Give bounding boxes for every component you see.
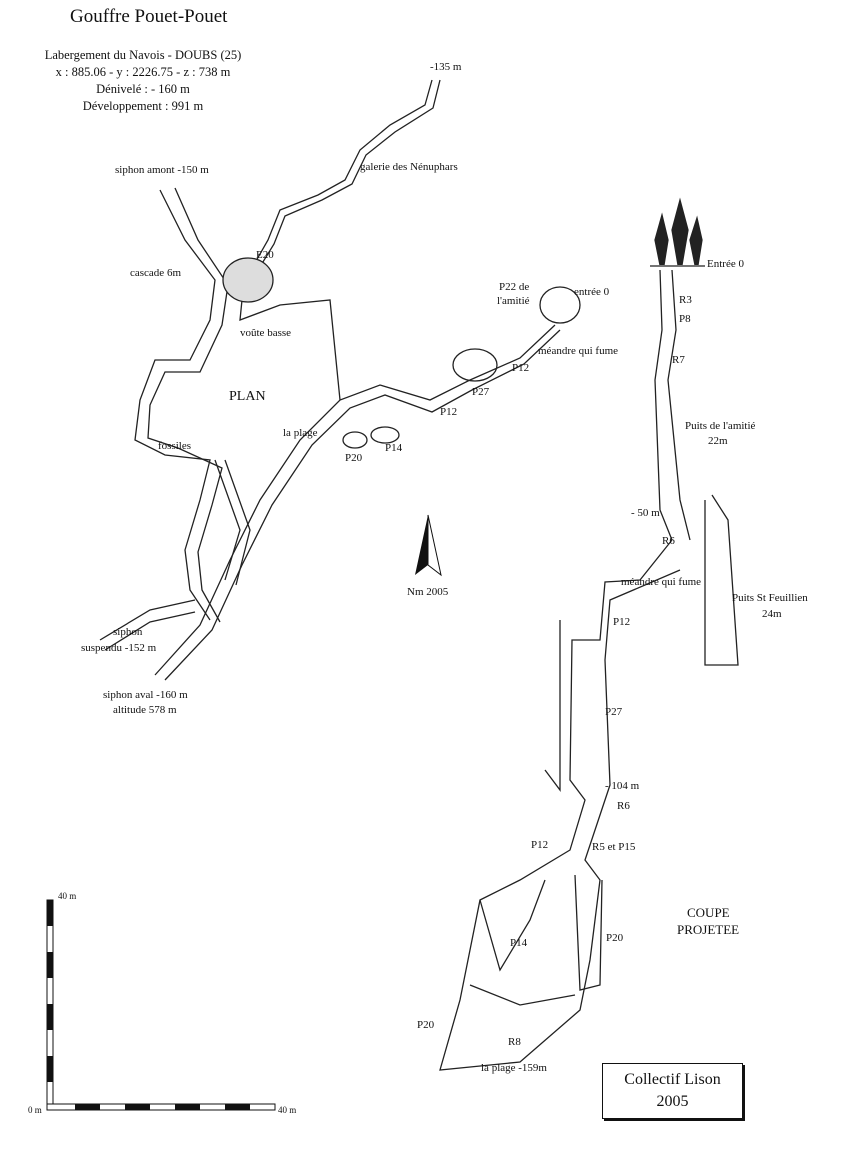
section-label: R6 bbox=[617, 800, 630, 812]
plan-passage-upstream bbox=[134, 189, 216, 621]
section-label: Puits St Feuillien bbox=[732, 592, 808, 604]
section-label: R5 et P15 bbox=[592, 841, 636, 853]
length: Développement : 991 m bbox=[82, 99, 204, 113]
plan-label: la plage bbox=[283, 427, 318, 439]
plan-label: P20 bbox=[345, 452, 363, 464]
section-label: R6 bbox=[662, 535, 675, 547]
coordinates: x : 885.06 - y : 2226.75 - z : 738 m bbox=[55, 65, 231, 79]
north-arrow-icon bbox=[415, 514, 442, 577]
plan-passage-voute bbox=[239, 269, 341, 401]
section-label: P12 bbox=[613, 616, 631, 628]
credit-name: Collectif Lison bbox=[624, 1071, 721, 1088]
plan-label: entrée 0 bbox=[574, 286, 610, 298]
scale-label-right: 40 m bbox=[278, 1105, 297, 1115]
section-label: P8 bbox=[679, 313, 691, 325]
credit-year: 2005 bbox=[656, 1093, 689, 1110]
section-label: R8 bbox=[508, 1036, 521, 1048]
plan-label: siphon aval -160 m bbox=[103, 689, 188, 701]
scale-label-origin: 0 m bbox=[28, 1105, 42, 1115]
section-label: méandre qui fume bbox=[621, 576, 702, 588]
plan-label: l'amitié bbox=[497, 295, 530, 307]
section-label: Entrée 0 bbox=[707, 258, 744, 270]
plan-label: P12 bbox=[440, 406, 458, 418]
section-title: PROJETEE bbox=[677, 922, 740, 937]
section-label: - 50 m bbox=[631, 507, 660, 519]
plan-label: suspendu -152 m bbox=[81, 642, 157, 654]
section-label: P20 bbox=[417, 1019, 435, 1031]
plan-label: fossiles bbox=[158, 440, 191, 452]
section-label: R7 bbox=[672, 354, 685, 366]
section-label: Puits de l'amitié bbox=[685, 420, 756, 432]
scale-bar bbox=[46, 899, 276, 1111]
section-label: P14 bbox=[510, 937, 528, 949]
section-title: COUPE bbox=[687, 905, 730, 920]
section-label: 22m bbox=[708, 435, 728, 447]
section-label: P12 bbox=[531, 839, 549, 851]
depth: Dénivelé : - 160 m bbox=[96, 82, 190, 96]
section-puits-feuillien bbox=[704, 494, 739, 666]
section-label: 24m bbox=[762, 608, 782, 620]
north-label: Nm 2005 bbox=[407, 586, 449, 598]
section-label: P20 bbox=[606, 932, 624, 944]
section-label: la plage -159m bbox=[481, 1062, 547, 1074]
map-title: Gouffre Pouet-Pouet bbox=[70, 6, 228, 27]
scale-label-top: 40 m bbox=[58, 891, 77, 901]
plan-label: P22 de bbox=[499, 281, 530, 293]
plan-label: galerie des Nénuphars bbox=[360, 161, 458, 173]
section-label: P27 bbox=[605, 706, 623, 718]
plan-label: méandre qui fume bbox=[538, 345, 619, 357]
plan-title: PLAN bbox=[229, 389, 266, 404]
plan-label: P12 bbox=[512, 362, 530, 374]
section-entrance-shaft bbox=[654, 269, 691, 541]
section-label: - 104 m bbox=[605, 780, 640, 792]
plan-label: P14 bbox=[385, 442, 403, 454]
plan-label: P27 bbox=[472, 386, 490, 398]
credit-box: Collectif Lison 2005 bbox=[602, 1063, 743, 1119]
section-label: R3 bbox=[679, 294, 692, 306]
location: Labergement du Navois - DOUBS (25) bbox=[44, 48, 242, 62]
plan-label: E20 bbox=[256, 249, 274, 261]
plan-label: voûte basse bbox=[240, 327, 292, 339]
plan-label: altitude 578 m bbox=[113, 704, 177, 716]
plan-label: cascade 6m bbox=[130, 267, 181, 279]
section-main-descent bbox=[439, 539, 681, 1071]
plan-passage-siphon-suspendu bbox=[99, 599, 196, 651]
plan-label: -135 m bbox=[430, 61, 462, 73]
tree-icons bbox=[654, 197, 703, 266]
plan-passage-nenuphars bbox=[251, 79, 433, 269]
plan-label: siphon amont -150 m bbox=[115, 164, 209, 176]
plan-label: siphon bbox=[113, 626, 143, 638]
